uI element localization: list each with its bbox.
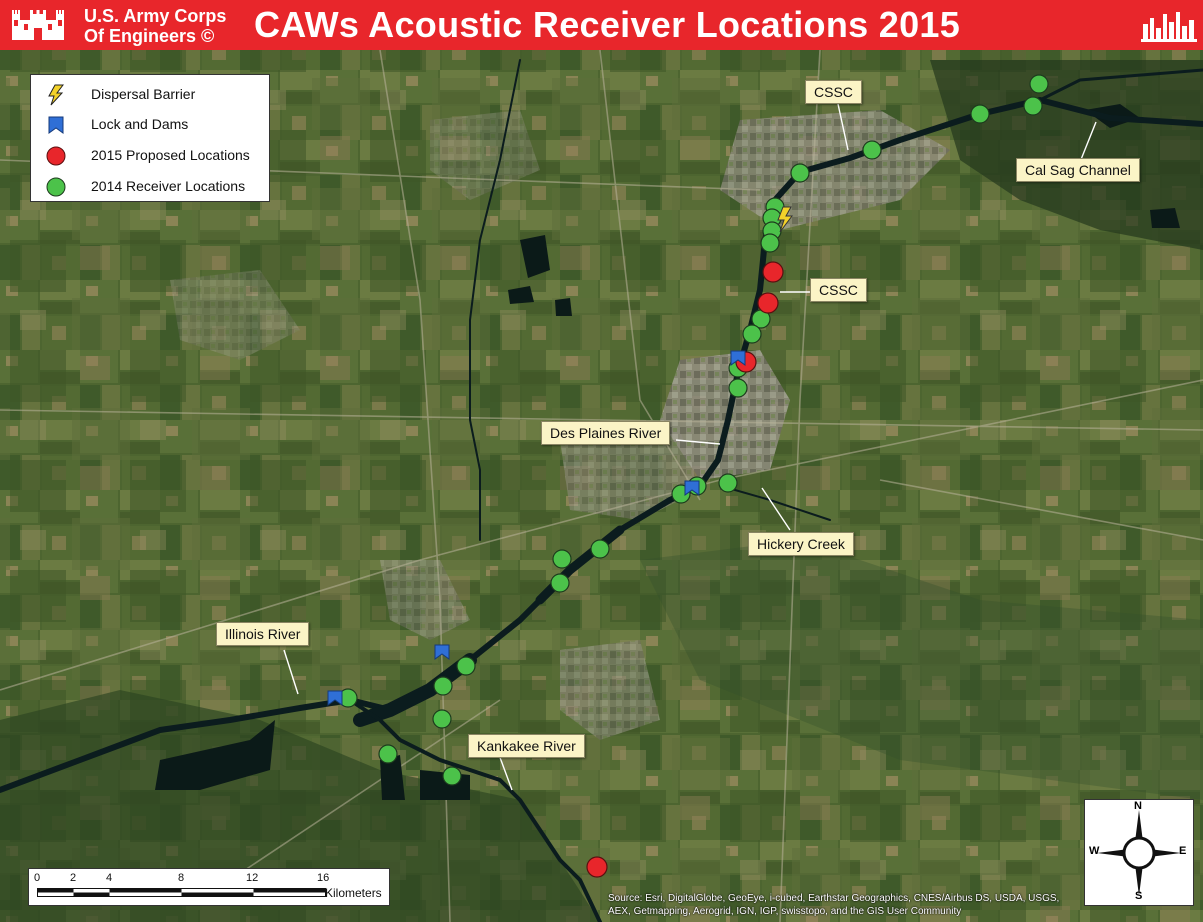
org-line-2: Of Engineers ©: [84, 26, 215, 46]
header-bar: U.S. Army Corps Of Engineers © CAWs Acou…: [0, 0, 1203, 50]
lock-dam-icon: [48, 116, 64, 134]
label-cssc-north: CSSC: [805, 80, 862, 104]
compass-s: S: [1135, 890, 1143, 902]
green-circle-icon: [46, 177, 66, 197]
receiver-marker-2014[interactable]: [718, 473, 738, 493]
legend-item-dispersal-barrier: Dispersal Barrier: [43, 83, 267, 106]
dispersal-barrier-marker[interactable]: [777, 206, 793, 233]
legend-label: Dispersal Barrier: [91, 86, 196, 102]
proposed-marker-2015[interactable]: [762, 261, 784, 283]
receiver-marker-2014[interactable]: [442, 766, 462, 786]
receiver-marker-2014[interactable]: [1029, 74, 1049, 94]
receiver-marker-2014[interactable]: [728, 378, 748, 398]
lock-dam-marker[interactable]: [327, 690, 343, 706]
legend-label: 2014 Receiver Locations: [91, 178, 246, 194]
lightning-bolt-icon: [48, 84, 64, 106]
attribution-line-1: Source: Esri, DigitalGlobe, GeoEye, i-cu…: [608, 893, 1060, 904]
scale-bar-graphic: [37, 888, 326, 897]
scale-tick-12: 12: [246, 872, 259, 884]
legend-label: 2015 Proposed Locations: [91, 147, 250, 163]
skyline-icon: [1141, 12, 1197, 42]
map-legend: Dispersal Barrier Lock and Dams 2015 Pro…: [30, 74, 270, 202]
receiver-marker-2014[interactable]: [862, 140, 882, 160]
legend-item-2014-receivers: 2014 Receiver Locations: [43, 175, 267, 197]
map-title: CAWs Acoustic Receiver Locations 2015: [254, 4, 961, 45]
scale-units: Kilometers: [325, 886, 382, 900]
proposed-marker-2015[interactable]: [757, 292, 779, 314]
red-circle-icon: [46, 146, 66, 166]
receiver-marker-2014[interactable]: [433, 676, 453, 696]
receiver-marker-2014[interactable]: [742, 324, 762, 344]
receiver-marker-2014[interactable]: [790, 163, 810, 183]
label-illinois-river: Illinois River: [216, 622, 310, 646]
marker-layer: [327, 74, 1049, 878]
receiver-marker-2014[interactable]: [1023, 96, 1043, 116]
label-kankakee-river: Kankakee River: [468, 734, 585, 758]
scale-bar: 0 2 4 8 12 16 Kilometers: [28, 868, 390, 906]
compass-n: N: [1134, 800, 1142, 812]
organization-name: U.S. Army Corps Of Engineers ©: [84, 6, 226, 46]
label-cssc-south: CSSC: [810, 278, 867, 302]
compass-e: E: [1179, 845, 1187, 857]
receiver-marker-2014[interactable]: [590, 539, 610, 559]
lock-dam-marker[interactable]: [434, 644, 450, 660]
legend-label: Lock and Dams: [91, 116, 189, 132]
scale-tick-0: 0: [34, 872, 41, 884]
lock-dam-marker[interactable]: [684, 480, 700, 496]
scale-tick-4: 4: [106, 872, 113, 884]
legend-item-2015-proposed: 2015 Proposed Locations: [43, 144, 267, 166]
legend-item-lock-and-dams: Lock and Dams: [43, 113, 267, 135]
receiver-marker-2014[interactable]: [760, 233, 780, 253]
north-arrow: N E S W: [1084, 799, 1194, 906]
compass-w: W: [1089, 845, 1100, 857]
lock-dam-marker[interactable]: [730, 350, 746, 366]
receiver-marker-2014[interactable]: [432, 709, 452, 729]
label-hickery-creek: Hickery Creek: [748, 532, 854, 556]
receiver-marker-2014[interactable]: [378, 744, 398, 764]
org-line-1: U.S. Army Corps: [84, 6, 227, 26]
castle-logo-icon: [8, 6, 68, 44]
map-attribution: Source: Esri, DigitalGlobe, GeoEye, i-cu…: [608, 892, 1188, 918]
receiver-marker-2014[interactable]: [550, 573, 570, 593]
label-cal-sag-channel: Cal Sag Channel: [1016, 158, 1140, 182]
proposed-marker-2015[interactable]: [586, 856, 608, 878]
receiver-marker-2014[interactable]: [552, 549, 572, 569]
scale-tick-16: 16: [317, 872, 330, 884]
receiver-marker-2014[interactable]: [970, 104, 990, 124]
scale-tick-8: 8: [178, 872, 185, 884]
attribution-line-2: AEX, Getmapping, Aerogrid, IGN, IGP, swi…: [608, 906, 962, 917]
label-des-plaines-river: Des Plaines River: [541, 421, 671, 445]
compass-rose-icon: [1097, 810, 1181, 896]
receiver-marker-2014[interactable]: [456, 656, 476, 676]
scale-tick-2: 2: [70, 872, 77, 884]
